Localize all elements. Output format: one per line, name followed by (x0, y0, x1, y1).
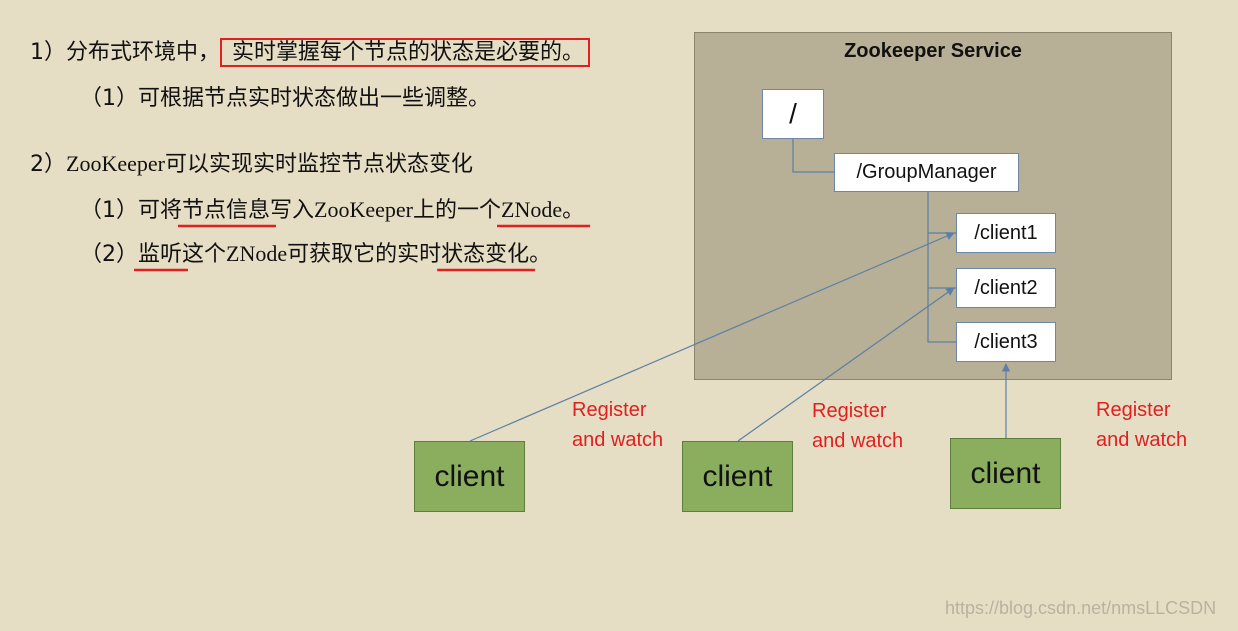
s21-node-info: 节点信息 (182, 198, 271, 223)
statement-1-highlight: 实时掌握每个节点的状态是必要的。 (220, 38, 591, 67)
register-label-2-line2: and watch (812, 430, 904, 452)
s22-znode: ZNode (226, 241, 288, 266)
arrow-client-1 (469, 232, 955, 442)
register-label-3-line1: Register (1096, 399, 1171, 421)
statement-2: 2）ZooKeeper可以实现实时监控节点状态变化 (30, 146, 473, 178)
client-box-2: client (682, 441, 793, 512)
register-label-2: Register and watch (812, 396, 903, 456)
service-title: Zookeeper Service (844, 40, 1022, 62)
s22-listen: 监听 (138, 242, 183, 267)
znode-group-manager: /GroupManager (834, 153, 1019, 192)
register-label-3-line2: and watch (1096, 429, 1188, 451)
register-label-1-line2: and watch (572, 429, 664, 451)
s21-c: 写入 (270, 198, 315, 223)
statement-1: 1）分布式环境中，实时掌握每个节点的状态是必要的。 (30, 34, 591, 67)
arrow-client-2 (737, 287, 955, 442)
register-label-2-line1: Register (812, 400, 887, 422)
statement-2-prefix: 2） (30, 152, 66, 177)
statement-2-sub-1: （1）可将节点信息写入ZooKeeper上的一个ZNode。 (80, 192, 584, 224)
s21-zookeeper: ZooKeeper (314, 197, 413, 222)
register-label-3: Register and watch (1096, 395, 1187, 455)
watermark: https://blog.csdn.net/nmsLLCSDN (945, 598, 1217, 618)
s22-e: 可获取它的实时 (287, 242, 442, 267)
tree-line-group-children (927, 192, 956, 343)
znode-client3: /client3 (956, 322, 1056, 362)
s22-period: 。 (529, 242, 552, 267)
s22-c: 这个 (182, 242, 227, 267)
znode-client2: /client2 (956, 268, 1056, 308)
statement-2-suffix: 可以实现实时监控节点状态变化 (164, 152, 473, 177)
s22-state-change: 状态变化 (441, 242, 530, 267)
register-label-1: Register and watch (572, 395, 663, 455)
s21-znode: ZNode (501, 197, 563, 222)
client-box-3: client (950, 438, 1061, 509)
s22-a: （2） (80, 242, 138, 267)
s21-znode-group: ZNode。 (501, 197, 585, 223)
s21-a: （1）可将 (80, 198, 182, 223)
tree-line-root-group (792, 138, 834, 173)
statement-2-zookeeper: ZooKeeper (66, 151, 165, 176)
client-box-1: client (414, 441, 525, 512)
statement-1-sub: （1）可根据节点实时状态做出一些调整。 (80, 86, 490, 111)
statement-2-sub-2: （2）监听这个ZNode可获取它的实时状态变化。 (80, 236, 551, 268)
s21-e: 上的一个 (412, 198, 501, 223)
znode-client1: /client1 (956, 213, 1056, 253)
s21-period: 。 (562, 198, 585, 223)
statement-1-prefix: 1）分布式环境中， (30, 40, 220, 65)
znode-root: / (762, 89, 824, 139)
register-label-1-line1: Register (572, 399, 647, 421)
